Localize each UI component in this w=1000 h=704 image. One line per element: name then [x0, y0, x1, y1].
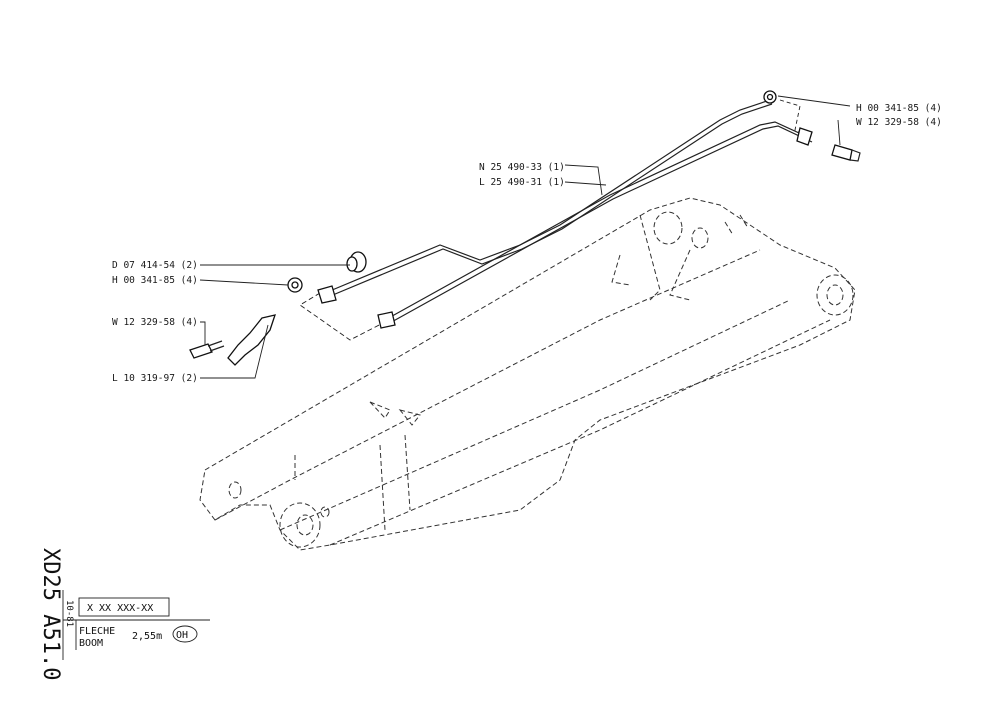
document-date: 10-81 — [64, 600, 74, 627]
leader-lines — [199, 95, 851, 379]
title-en: BOOM — [79, 638, 103, 649]
label-screw-bottom: W 12 329-58 (4) — [112, 317, 198, 328]
title-block: XD25 A51.0 10-81 X XX XXX-XX FLECHE BOOM… — [38, 548, 210, 680]
document-code: XD25 A51.0 — [38, 548, 63, 680]
label-screw-top: W 12 329-58 (4) — [856, 117, 942, 128]
boom-length: 2,55m — [132, 631, 162, 642]
title-fr: FLECHE — [79, 626, 115, 637]
variant-code: OH — [176, 630, 188, 641]
label-nut-top: H 00 341-85 (4) — [856, 103, 942, 114]
tube-assembly — [299, 99, 813, 341]
number-placeholder: X XX XXX-XX — [87, 603, 153, 614]
label-hose: L 10 319-97 (2) — [112, 373, 198, 384]
label-clamp: D 07 414-54 (2) — [112, 260, 198, 271]
label-nut-bottom: H 00 341-85 (4) — [112, 275, 198, 286]
boom-outline — [199, 197, 856, 551]
label-tube-l: L 25 490-31 (1) — [479, 177, 565, 188]
label-tube-n: N 25 490-33 (1) — [479, 162, 565, 173]
hardware-parts — [189, 90, 861, 366]
